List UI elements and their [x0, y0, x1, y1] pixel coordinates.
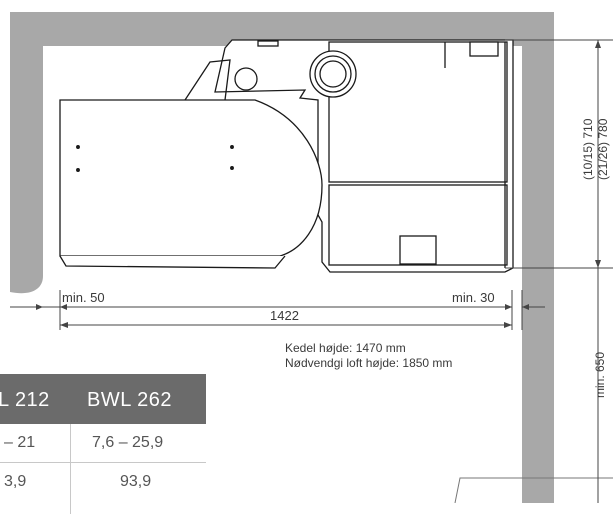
column-divider [70, 424, 71, 514]
total-width-label: 1422 [270, 308, 299, 323]
clearance-right-label: min. 30 [452, 290, 495, 305]
boiler-unit [214, 39, 514, 273]
height-b-label: (21/26) 780 [596, 118, 610, 180]
floor-clearance-label: min. 650 [593, 352, 607, 398]
spec-table-header: L 212 BWL 262 [0, 374, 206, 424]
header-col-2: BWL 262 [87, 389, 173, 411]
floor-step [454, 477, 613, 503]
cell-r1c2: 7,6 – 25,9 [92, 434, 164, 451]
clearance-left-label: min. 50 [62, 290, 105, 305]
row-divider [0, 462, 206, 463]
cell-r1c1: – 21 [4, 434, 36, 451]
boiler-height-note: Kedel højde: 1470 mm [285, 341, 406, 355]
water-tank [59, 59, 323, 269]
cell-r2c1: 3,9 [4, 473, 27, 490]
spec-table: L 212 BWL 262 – 21 7,6 – 25,9 3,9 93,9 [0, 374, 206, 514]
boiler-installation-drawing: min. 50 min. 30 1422 (10/15) 710 (21/26)… [10, 12, 613, 503]
height-a-label: (10/15) 710 [581, 118, 595, 180]
cell-r2c2: 93,9 [120, 473, 152, 490]
ceiling-height-note: Nødvendgi loft højde: 1850 mm [285, 356, 452, 370]
header-col-1: L 212 [0, 389, 50, 411]
